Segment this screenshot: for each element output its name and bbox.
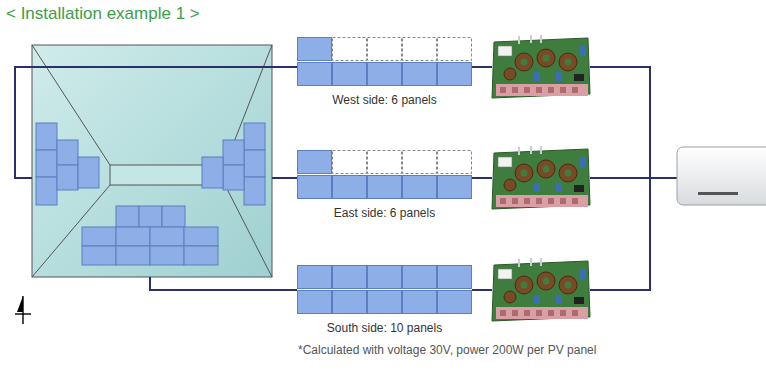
empty-slot [403, 38, 437, 61]
pv-panel [368, 176, 402, 199]
pv-panel [298, 63, 332, 86]
pv-panel [438, 266, 472, 289]
pv-panel [298, 291, 332, 314]
pv-panel [438, 63, 472, 86]
pv-panel [403, 63, 437, 86]
pv-panels [297, 150, 472, 200]
pv-panels [297, 37, 472, 87]
note: *Calculated with voltage 30V, power 200W… [298, 343, 596, 357]
empty-slot [333, 38, 367, 61]
empty-slot [403, 151, 437, 174]
pv-panel [403, 291, 437, 314]
empty-slot [333, 151, 367, 174]
pv-panel [298, 151, 332, 174]
pv-panel [368, 266, 402, 289]
title: < Installation example 1 > [6, 4, 200, 24]
pv-panel [403, 266, 437, 289]
pv-panel [403, 176, 437, 199]
pv-panels [297, 265, 472, 315]
pv-panel [333, 63, 367, 86]
pv-panel [438, 176, 472, 199]
pv-panel [298, 176, 332, 199]
pv-panel [368, 63, 402, 86]
pv-panel [368, 291, 402, 314]
pv-panel [333, 176, 367, 199]
pv-panel [438, 291, 472, 314]
empty-slot [438, 151, 472, 174]
panel-array: West side: 6 panels [297, 37, 472, 107]
panel-label: South side: 10 panels [297, 321, 472, 335]
panel-label: West side: 6 panels [297, 93, 472, 107]
pv-panel [298, 38, 332, 61]
pv-panel [298, 266, 332, 289]
pv-panel [333, 266, 367, 289]
pv-panel [333, 291, 367, 314]
empty-slot [438, 38, 472, 61]
panel-label: East side: 6 panels [297, 206, 472, 220]
empty-slot [368, 151, 402, 174]
empty-slot [368, 38, 402, 61]
panel-array: East side: 6 panels [297, 150, 472, 220]
panel-array: South side: 10 panels [297, 265, 472, 335]
